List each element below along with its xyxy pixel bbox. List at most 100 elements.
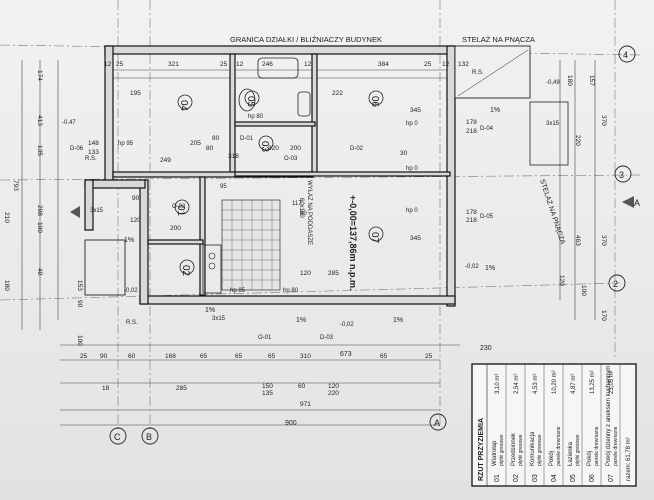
dimension-label: 157 <box>588 75 595 86</box>
section-arrow-icon <box>622 196 634 208</box>
legend-row-floor: panele drewniane <box>594 426 600 466</box>
slope-label: 1% <box>124 237 134 244</box>
section-arrow-icon <box>70 206 80 218</box>
window-tag: hp 85 <box>230 288 246 294</box>
dimension-label: 793 <box>12 180 19 191</box>
dimension-label: 30 <box>400 150 408 157</box>
dimension-label: 170 <box>600 310 607 321</box>
misc-label: 80 <box>300 211 307 217</box>
legend-row-area: 10,20 m² <box>552 370 558 394</box>
window-tag: hp 80 <box>248 114 264 120</box>
legend-row-area: 3,10 m² <box>495 374 501 394</box>
dimension-label: 320 <box>268 145 279 152</box>
dimension-label: 25 <box>220 61 228 68</box>
tag: O-02 <box>172 204 186 210</box>
window-tag: hp 0 <box>406 166 418 172</box>
kitchen-counter <box>202 244 222 294</box>
legend-row-floor: płytki gresowe <box>575 434 581 466</box>
slope-label: 1% <box>393 317 403 324</box>
level-mark: -0,02 <box>340 322 354 328</box>
dimension-label: 222 <box>332 90 343 97</box>
dimension-label: 168 <box>165 353 176 360</box>
room-circle <box>244 90 260 106</box>
room-circle <box>179 259 195 275</box>
bathroom-fixtures <box>238 57 311 117</box>
dimension-label: 285 <box>176 385 187 392</box>
slope-label: 1% <box>296 317 306 324</box>
dimension-label: 318 <box>228 153 239 160</box>
dimension-label: 148 <box>88 140 99 147</box>
walls <box>84 45 456 307</box>
tag: O-01 <box>258 335 272 341</box>
dimension-label: 120 <box>328 383 339 390</box>
dimension-label: 100 <box>580 285 587 296</box>
axis-markers: 4 3 2 A B C <box>109 45 636 445</box>
axis-label-3: 3 <box>619 170 624 180</box>
axis-label-2: 2 <box>613 279 618 289</box>
dimension-label: 65 <box>235 353 243 360</box>
dimension-label: 25 <box>116 61 124 68</box>
dimension-label: 218 <box>466 128 477 135</box>
entry-porch <box>84 239 126 296</box>
legend-row-number: 04 <box>551 474 558 482</box>
legend-row-name: Wiatrołap <box>492 440 498 466</box>
dimension-label: 310 <box>300 353 311 360</box>
grid-line <box>0 282 621 301</box>
tag: R.S. <box>126 320 138 326</box>
dimension-230: 230 <box>480 345 492 352</box>
tag: R.S. <box>472 70 484 76</box>
window-tag: hp 0 <box>406 208 418 214</box>
dimension-label: 135 <box>36 145 43 156</box>
level-mark: -0,02 <box>465 264 479 270</box>
dimension-label: 150 <box>262 383 273 390</box>
window-tag: hp 0 <box>406 121 418 127</box>
legend-row-area: 2,54 m² <box>514 374 520 394</box>
trellis-label-side: STELAŻ NA PNĄCZA <box>538 178 568 246</box>
hatch-label: WYŁAZ NA PODDASZE <box>306 180 312 245</box>
legend-heading: RZUT PRZYZIEMIA <box>478 418 485 481</box>
dimension-label: 65 <box>268 353 276 360</box>
dimension-label: 12 <box>442 61 450 68</box>
tag: O-03 <box>284 156 298 162</box>
dimension-label: 133 <box>88 149 99 156</box>
legend-row-floor: płytki gresowe <box>518 434 524 466</box>
dimension-label: 100 <box>76 335 83 346</box>
dimension-label: 80 <box>206 145 214 152</box>
dimension-label: 370 <box>600 115 607 126</box>
dimension-label: 384 <box>378 61 389 68</box>
dimension-label: 18 <box>102 385 110 392</box>
dimension-label: 120 <box>130 217 141 224</box>
legend-row-floor: panele drewniane <box>613 426 619 466</box>
dimension-label: 971 <box>300 401 311 408</box>
dimension-label: 246 <box>262 61 273 68</box>
misc-label: 95 <box>220 184 227 190</box>
legend-total: razem: 61,78 m² <box>626 437 632 481</box>
tag: R.S. <box>85 156 97 162</box>
dimension-label: 200 <box>290 145 301 152</box>
room-number-02: 02 <box>180 265 191 277</box>
dimension-label: 132 <box>458 61 469 68</box>
legend-row-name: Przedsionek <box>511 432 517 466</box>
room-number-06: 06 <box>369 96 380 108</box>
dimension-label: 100 <box>36 222 43 233</box>
level-mark: -0,02 <box>124 288 138 294</box>
dimension-label: 285 <box>328 270 339 277</box>
level-mark: -0,49 <box>546 80 560 86</box>
dimension-label: 220 <box>574 135 581 146</box>
dimension-label: 12 <box>236 61 244 68</box>
dimension-label: 218 <box>466 217 477 224</box>
dimension-label: 90 <box>132 195 140 202</box>
dimension-label: 25 <box>424 61 432 68</box>
dimension-label: 178 <box>466 119 477 126</box>
dimension-label: 25 <box>80 353 88 360</box>
dimension-label: 153 <box>76 280 83 291</box>
section-label: A <box>634 198 640 208</box>
level-label: +-0,00=137,86m n.p.m. <box>348 195 358 291</box>
dimension-label: 12 <box>104 61 112 68</box>
axis-label-C: C <box>114 432 121 442</box>
tag: D-01 <box>240 136 254 142</box>
